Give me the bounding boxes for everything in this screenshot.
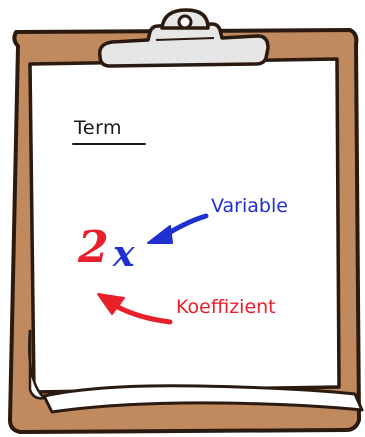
heading-term: Term	[74, 117, 123, 139]
term-variable: x	[113, 233, 135, 275]
arrow-to-coefficient-icon	[97, 293, 173, 325]
arrow-to-variable-icon	[147, 213, 209, 244]
clipboard-clip-icon	[98, 8, 270, 68]
label-variable: Variable	[211, 195, 288, 217]
heading-underline	[72, 143, 146, 145]
paper-bottom-curl	[42, 384, 364, 414]
label-coefficient: Koeffizient	[176, 296, 276, 318]
term-coefficient: 2	[78, 222, 109, 273]
